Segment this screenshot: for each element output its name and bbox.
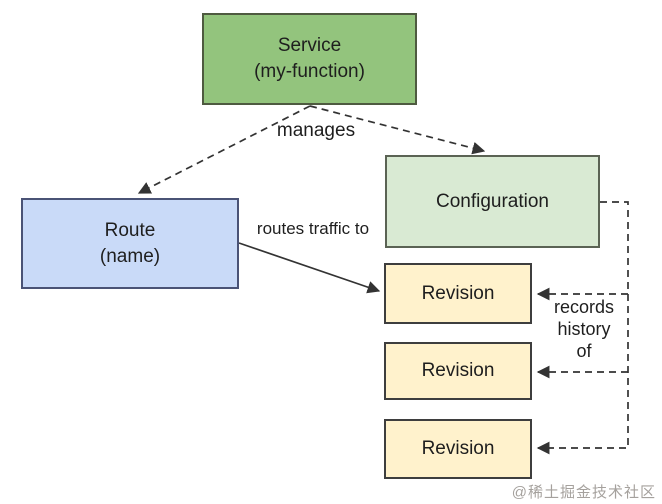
node-service: Service (my-function) — [202, 13, 417, 105]
edge-label-routes-traffic-to: routes traffic to — [256, 219, 370, 238]
edge-service-manages-configuration — [309, 105, 486, 155]
node-route: Route (name) — [21, 198, 239, 289]
node-revision-2-label: Revision — [421, 360, 495, 381]
node-revision-1: Revision — [384, 263, 532, 324]
node-revision-3: Revision — [384, 419, 532, 479]
edge-route-routes-traffic-to-revision — [238, 242, 381, 294]
watermark: @稀土掘金技术社区 — [511, 484, 656, 501]
edge-configuration-records-revision-3 — [536, 201, 629, 455]
edge-label-manages: manages — [276, 120, 356, 141]
edge-service-manages-route — [137, 105, 311, 194]
edge-label-records-history-of: records history of — [553, 297, 615, 361]
node-service-label: Service (my-function) — [254, 35, 365, 82]
node-configuration-label: Configuration — [435, 190, 550, 212]
node-route-label: Route (name) — [99, 219, 161, 267]
node-revision-3-label: Revision — [421, 438, 495, 459]
node-revision-1-label: Revision — [421, 282, 495, 304]
node-configuration: Configuration — [385, 155, 600, 248]
node-revision-2: Revision — [384, 342, 532, 400]
